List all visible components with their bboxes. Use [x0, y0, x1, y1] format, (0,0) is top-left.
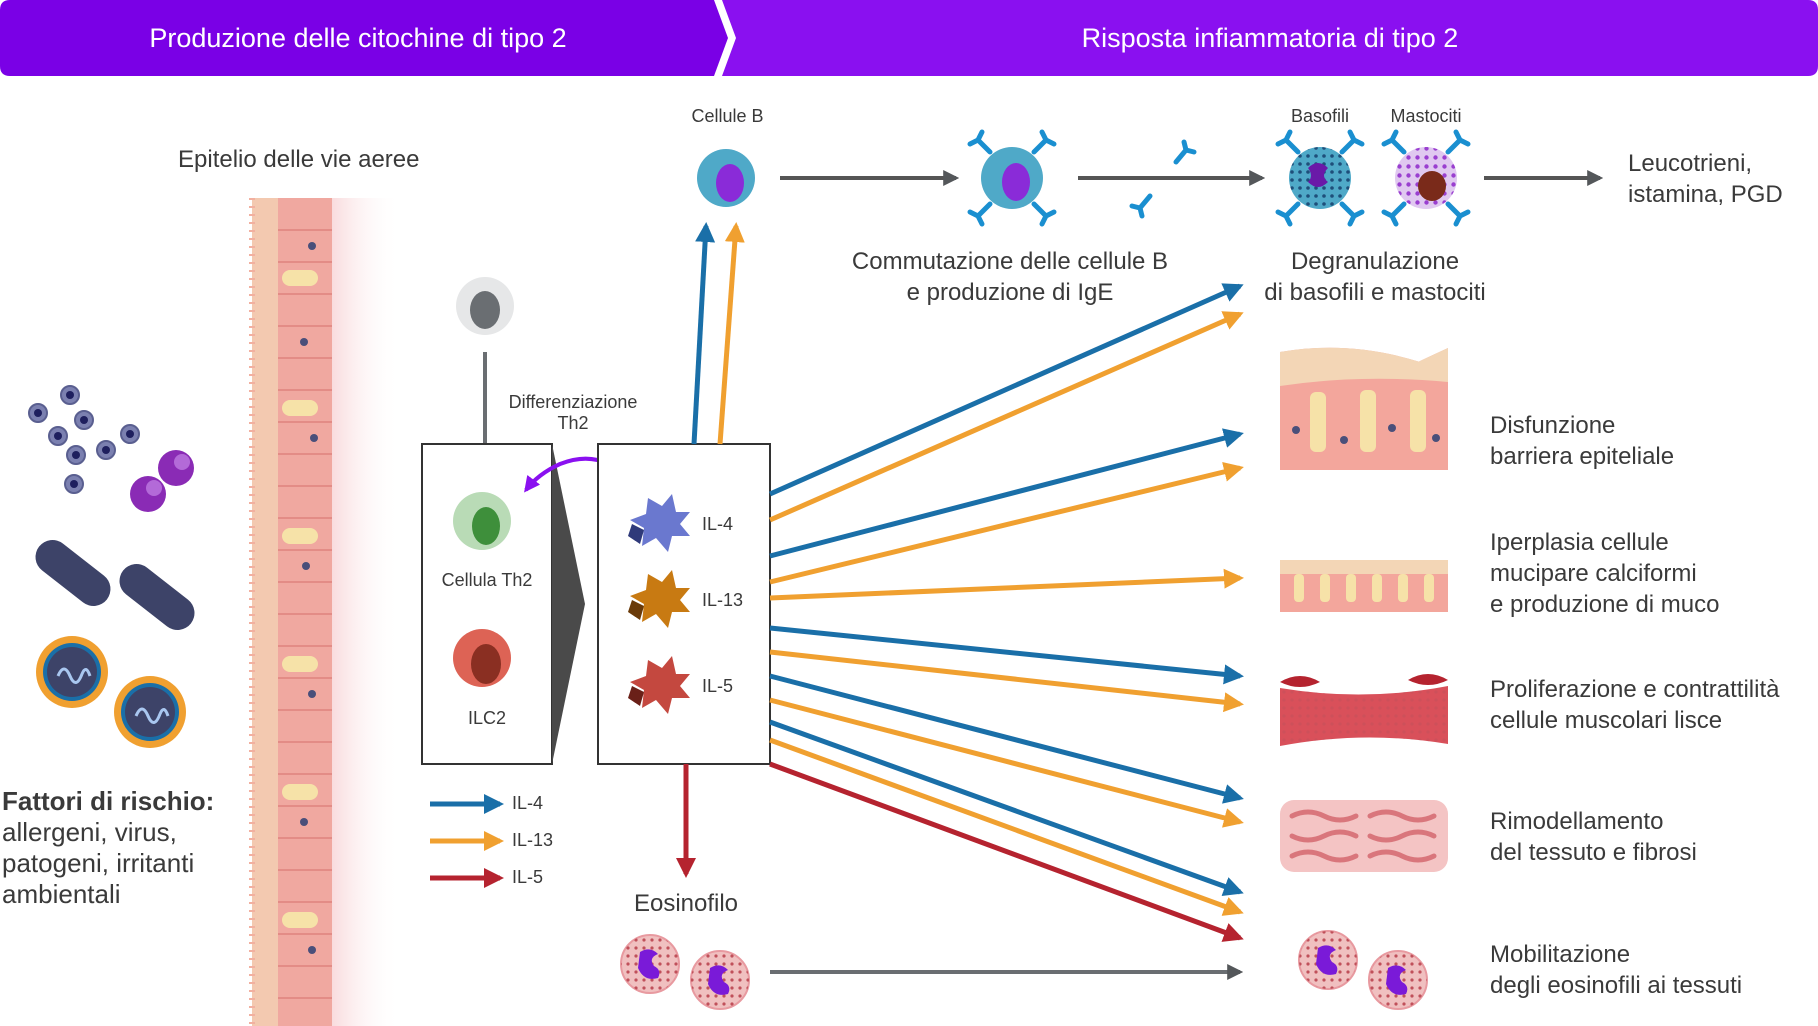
outcome-epithelial-barrier: Disfunzione barriera epiteliale — [1490, 410, 1674, 472]
ilc2-label: ILC2 — [467, 708, 507, 728]
switch-line: Commutazione delle cellule B — [851, 248, 1169, 275]
goblet-cell-tissue — [1280, 560, 1448, 612]
mediators-label: Leucotrieni, istamina, PGD — [1628, 148, 1783, 210]
differentiation-line: Differenziazione — [508, 392, 638, 412]
eosinophil-icon — [620, 934, 750, 1010]
il5-label: IL-5 — [702, 676, 734, 696]
header-banner — [0, 0, 1818, 76]
risk-factors-title: Fattori di rischio: — [2, 786, 215, 816]
fibrosis-tissue — [1280, 800, 1448, 872]
left-phase-title: Produzione delle citochine di tipo 2 — [149, 23, 567, 53]
risk-factors-line: ambientali — [2, 879, 121, 909]
il13-to-bcell-arrow — [717, 222, 745, 445]
outcome-line: del tessuto e fibrosi — [1490, 839, 1697, 866]
mast-cell-icon — [1381, 129, 1471, 227]
outcome-line: Disfunzione — [1490, 412, 1616, 439]
risk-factors-line: patogeni, irritanti — [2, 848, 195, 878]
outcome-line: degli eosinofili ai tessuti — [1490, 972, 1743, 999]
eosinophil-label: Eosinofilo — [633, 890, 739, 917]
cytokine-box — [597, 443, 771, 765]
il13-cytokine-icon — [628, 570, 690, 628]
epithelium-title: Epitelio delle vie aeree — [178, 146, 420, 173]
antibody-icon — [1129, 139, 1197, 219]
pathogen-icons — [28, 385, 195, 748]
il4-cytokine-icon — [628, 494, 690, 552]
legend-il5-label: IL-5 — [512, 867, 544, 887]
outcome-line: Rimodellamento — [1490, 808, 1664, 835]
box-pointer — [552, 444, 585, 764]
outcome-smooth-muscle: Proliferazione e contrattilità cellule m… — [1490, 674, 1779, 736]
degranulation-line: di basofili e mastociti — [1264, 279, 1486, 306]
outcome-line: cellule muscolari lisce — [1490, 707, 1723, 734]
outcome-goblet-hyperplasia: Iperplasia cellule mucipare calciformi e… — [1490, 527, 1719, 620]
epithelial-barrier-tissue — [1280, 347, 1448, 470]
b-cell-icon — [697, 149, 755, 207]
il5-cytokine-icon — [628, 656, 690, 714]
basophils-label: Basofili — [1290, 106, 1350, 126]
il4-to-bcell-arrow — [691, 222, 716, 445]
igE-b-cell-icon — [967, 129, 1057, 227]
b-cell-switch-label: Commutazione delle cellule B e produzion… — [800, 246, 1220, 308]
differentiation-line: Th2 — [557, 413, 589, 433]
risk-factors-line: allergeni, virus, — [2, 817, 177, 847]
outcome-eosinophil-mobilization: Mobilitazione degli eosinofili ai tessut… — [1490, 939, 1742, 1001]
outcome-line: Iperplasia cellule — [1490, 529, 1669, 556]
smooth-muscle-tissue — [1280, 674, 1448, 746]
outcome-line: Proliferazione e contrattilità — [1490, 676, 1780, 703]
th2-cell-label: Cellula Th2 — [441, 570, 533, 590]
switch-line: e produzione di IgE — [906, 279, 1114, 306]
b-cells-label: Cellule B — [691, 106, 764, 126]
degranulation-line: Degranulazione — [1290, 248, 1460, 275]
mediators-line: istamina, PGD — [1628, 181, 1783, 208]
basophil-icon — [1275, 129, 1365, 227]
outcome-line: Mobilitazione — [1490, 941, 1631, 968]
outcome-line: e produzione di muco — [1490, 591, 1720, 618]
legend-il4-label: IL-4 — [512, 793, 544, 813]
risk-factors-block: Fattori di rischio: allergeni, virus, pa… — [2, 786, 214, 910]
il13-label: IL-13 — [702, 590, 744, 610]
cytokine-effect-arrows — [768, 283, 1244, 942]
airway-epithelium — [249, 198, 400, 1026]
th2-cell-icon — [453, 492, 511, 550]
tissue-eosinophil-icon — [1298, 930, 1428, 1010]
degranulation-label: Degranulazione di basofili e mastociti — [1230, 246, 1520, 308]
il4-label: IL-4 — [702, 514, 734, 534]
right-phase-title: Risposta infiammatoria di tipo 2 — [1081, 23, 1459, 53]
outcome-line: mucipare calciformi — [1490, 560, 1697, 587]
differentiation-label: Differenziazione Th2 — [498, 392, 648, 434]
ilc2-cell-icon — [453, 629, 511, 687]
outcome-line: barriera epiteliale — [1490, 443, 1675, 470]
naive-t-cell-icon — [456, 277, 514, 335]
mast-cells-label: Mastociti — [1390, 106, 1462, 126]
outcome-remodeling: Rimodellamento del tessuto e fibrosi — [1490, 806, 1697, 868]
legend-il13-label: IL-13 — [512, 830, 554, 850]
mediators-line: Leucotrieni, — [1628, 150, 1753, 177]
